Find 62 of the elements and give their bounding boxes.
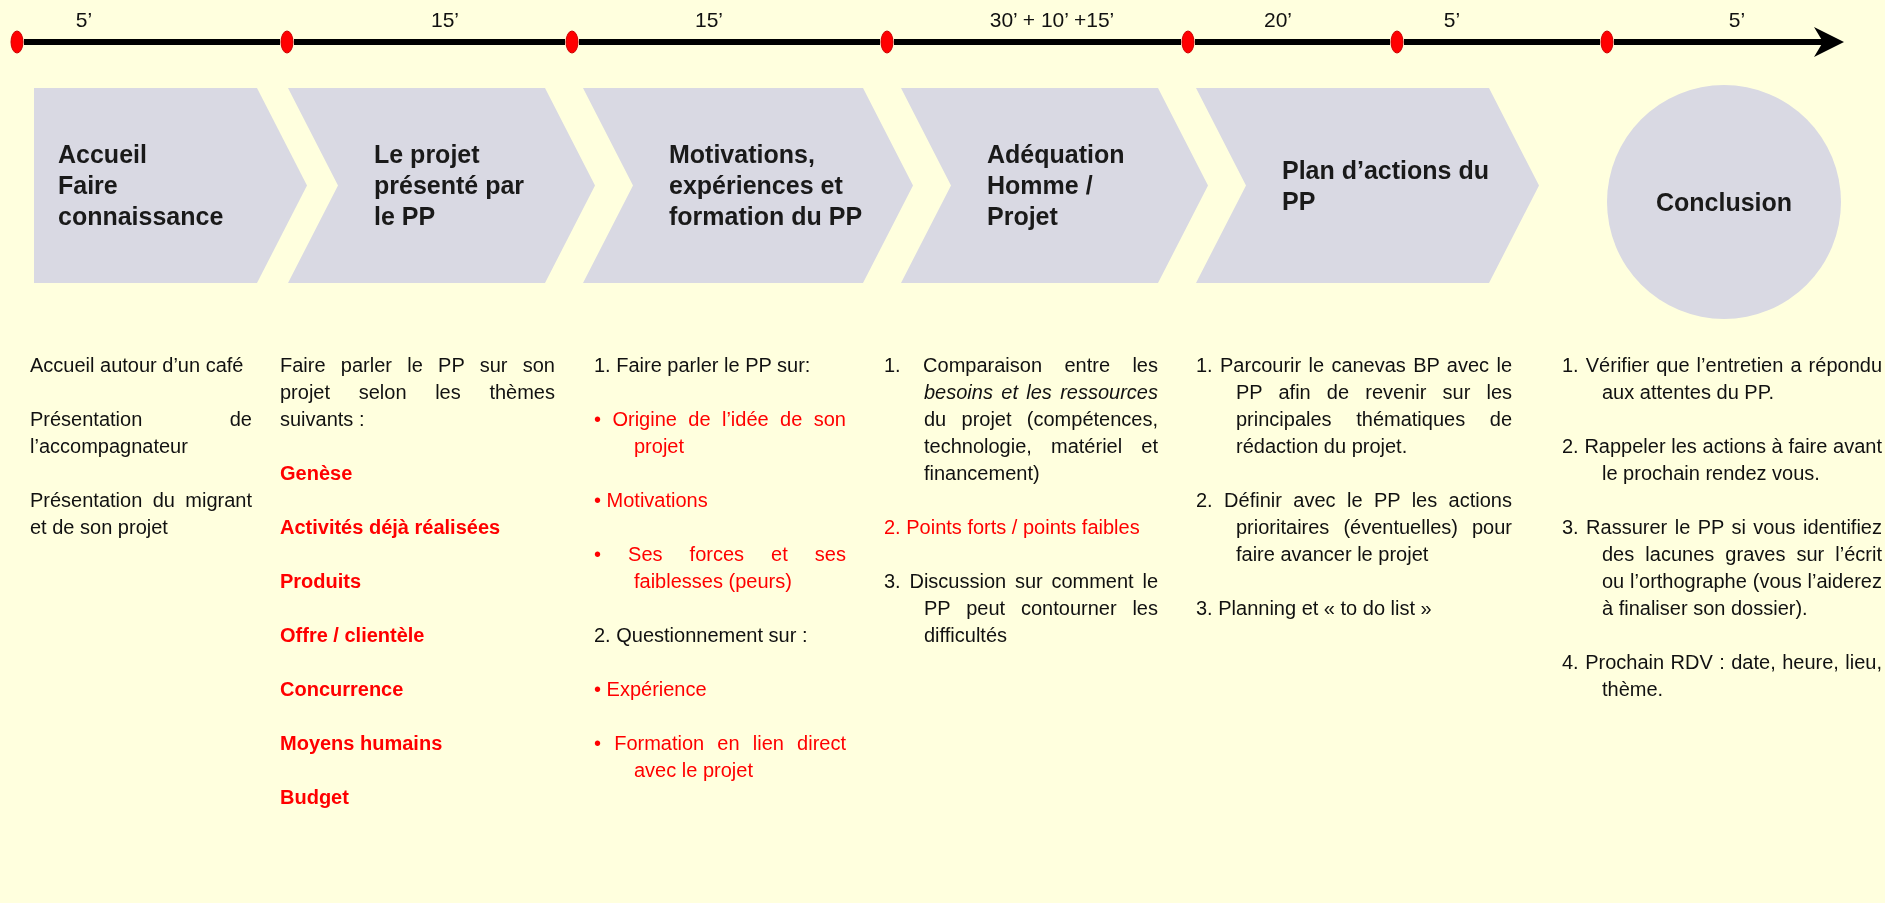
timeline-segment [1195,39,1390,45]
duration-label: 15’ [431,8,459,32]
list-item: • Formation en lien direct avec le projet [594,731,846,783]
paragraph: Produits [280,569,363,594]
chevron-step [34,88,307,283]
chevron-step [1196,88,1539,283]
step-title: Conclusion [1655,186,1793,218]
list-item: 1. Vérifier que l’entretien a répondu aux attentes du PP. [1562,353,1882,405]
list-item: 4. Prochain RDV : date, heure, lieu, thème. [1562,650,1882,702]
list-item: 1. Faire parler le PP sur: [594,353,812,378]
paragraph: Activités déjà réalisées [280,515,502,540]
timeline-segment [1404,39,1600,45]
circle-step [1607,85,1841,319]
list-item: 1. Comparaison entre les besoins et les ressources du projet (compétences, technologie, matériel et financement) [884,353,1158,486]
duration-label: 5’ [1728,8,1746,32]
duration-label: 30’ + 10’ +15’ [989,8,1115,32]
list-item: • Ses forces et ses faiblesses (peurs) [594,542,846,594]
paragraph: Présentation du migrant et de son projet [30,488,252,540]
timeline-segment [894,39,1181,45]
timeline-dot [1600,30,1614,54]
paragraph: Accueil autour d’un café [30,353,245,378]
step-title: Faire connaissance [58,170,225,232]
list-item: 2. Définir avec le PP les actions prioritaires (éventuelles) pour faire avancer le projet [1196,488,1512,567]
list-item: • Motivations [594,488,709,513]
duration-label: 5’ [75,8,93,32]
timeline-segment [579,39,880,45]
list-item: 3. Planning et « to do list » [1196,596,1433,621]
timeline-dot [280,30,294,54]
step-title: Plan d’actions du PP [1282,154,1489,217]
list-item: • Expérience [594,677,708,702]
step-title: Motivations, expériences et formation du PP [669,139,863,232]
list-item: 1. Parcourir le canevas BP avec le PP afin de revenir sur les principales thématiques de rédaction du projet. [1196,353,1512,459]
paragraph: Moyens humains [280,731,444,756]
timeline-arrow [1614,27,1844,57]
list-item: 2. Rappeler les actions à faire avant le prochain rendez vous. [1562,434,1882,486]
duration-label: 20’ [1264,8,1292,32]
paragraph: Concurrence [280,677,405,702]
paragraph: Faire parler le PP sur son projet selon les thèmes suivants : [280,353,555,432]
timeline-dot [1390,30,1404,54]
timeline-segment [294,39,565,45]
paragraph: Genèse [280,461,354,486]
chevron-step [583,88,913,283]
chevron-step [288,88,595,283]
list-item: 2. Points forts / points faibles [884,515,1141,540]
timeline-dot [565,30,579,54]
list-item: 3. Discussion sur comment le PP peut contourner les difficultés [884,569,1158,648]
step-title: Adéquation Homme / Projet [987,139,1126,232]
paragraph: Offre / clientèle [280,623,426,648]
timeline-segment [24,39,280,45]
timeline-dot [880,30,894,54]
list-item: 2. Questionnement sur : [594,623,809,648]
paragraph: Budget [280,785,350,810]
step-title: Accueil [58,139,148,170]
timeline-dot [10,30,24,54]
timeline-dot [1181,30,1195,54]
chevron-step [901,88,1208,283]
list-item: 3. Rassurer le PP si vous identifiez des lacunes graves sur l’écrit ou l’orthographe (vous l’aiderez à finaliser son dossier). [1562,515,1882,621]
duration-label: 15’ [695,8,723,32]
paragraph: Présentation de l’accompagnateur [30,407,252,459]
step-title: Le projet présenté par le PP [374,139,526,232]
list-item: • Origine de l’idée de son projet [594,407,846,459]
duration-label: 5’ [1443,8,1461,32]
